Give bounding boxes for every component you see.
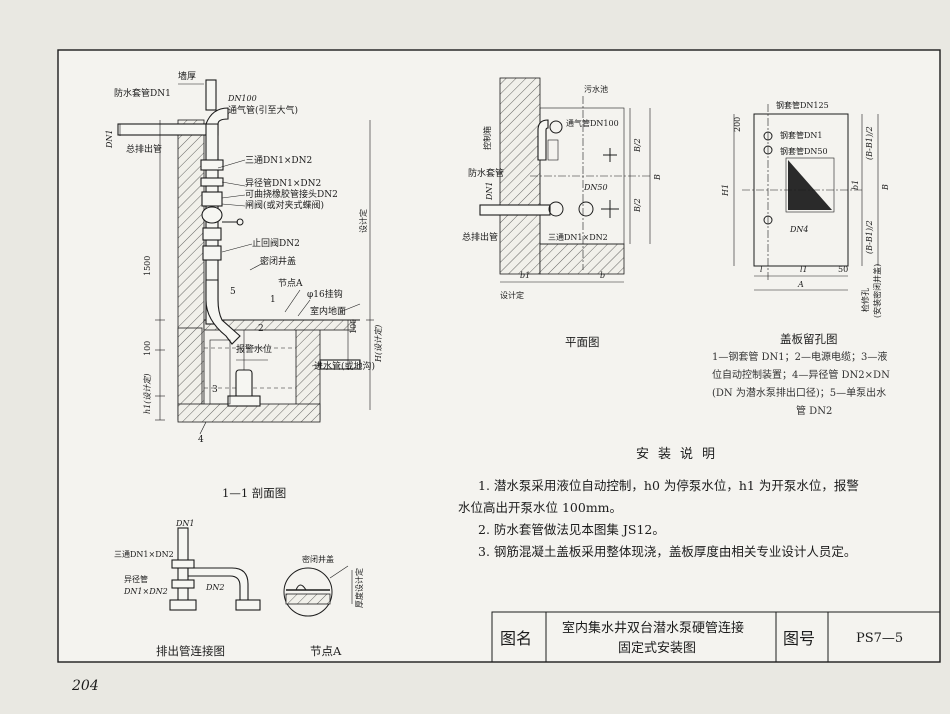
title-block-number-label: 图号 bbox=[783, 629, 815, 648]
callout-1: 1 bbox=[270, 295, 276, 305]
label-alarm-level: 报警水位 bbox=[236, 343, 272, 355]
cover-label-b1: b1 bbox=[851, 180, 860, 190]
label-indoor-floor: 室内地面 bbox=[310, 305, 346, 317]
notes-title: 安装说明 bbox=[636, 447, 724, 462]
cover-label-dim200: 200 bbox=[733, 117, 742, 132]
plan-label-b: b bbox=[600, 271, 605, 280]
node-a-drawing: 密闭井盖 厚度设计定 节点A bbox=[283, 554, 364, 658]
plan-label-control-box: 控制箱 bbox=[482, 126, 492, 150]
plan-title: 平面图 bbox=[565, 335, 600, 349]
node-label-cover: 密闭井盖 bbox=[302, 554, 334, 564]
cover-label-bb: B bbox=[881, 184, 890, 191]
plan-label-sleeve: 防水套管 bbox=[468, 167, 504, 179]
cover-label-l2: l1 bbox=[800, 265, 808, 274]
cover-label-dim50: 50 bbox=[838, 265, 848, 274]
cover-legend-line-2: 位自动控制装置；4—异径管 DN2×DN bbox=[712, 368, 890, 381]
cover-label-dn4: DN4 bbox=[789, 225, 809, 234]
outlet-detail-title: 排出管连接图 bbox=[156, 644, 225, 658]
plan-label-vent: 通气管DN100 bbox=[566, 118, 619, 128]
title-block-name-line-1: 室内集水井双台潜水泵硬管连接 bbox=[562, 620, 744, 636]
label-tee: 三通DN1×DN2 bbox=[245, 155, 312, 166]
cover-label-steel-dn1: 钢套管DN1 bbox=[780, 130, 823, 140]
plan-label-b1: b1 bbox=[520, 271, 530, 280]
label-dn1-vertical: DN1 bbox=[105, 129, 114, 149]
callout-2: 2 bbox=[258, 324, 264, 334]
note-1-cont: 水位高出开泵水位 100mm。 bbox=[458, 500, 622, 515]
label-gate-valve: 闸阀(或对夹式蝶阀) bbox=[245, 199, 324, 211]
label-dn100: DN100 bbox=[227, 94, 257, 103]
drawing-number: PS7—5 bbox=[856, 631, 903, 646]
label-design-level: 设计定 bbox=[358, 209, 368, 233]
label-inlet: 进水管(或地沟) bbox=[314, 360, 375, 372]
outlet-detail-drawing: DN1 三通DN1×DN2 异径管 DN1×DN2 DN2 排出管连接图 bbox=[114, 519, 261, 658]
plan-label-outlet: 总排出管 bbox=[462, 231, 498, 243]
callout-3: 3 bbox=[212, 385, 218, 395]
label-sealed-cover: 密闭井盖 bbox=[260, 255, 296, 267]
node-label-thickness: 厚度设计定 bbox=[354, 568, 364, 608]
cover-label-b1b: (B-B1)/2 bbox=[865, 220, 874, 254]
label-reducer: 异径管DN1×DN2 bbox=[245, 177, 321, 189]
outlet-label-reducer2: DN1×DN2 bbox=[123, 587, 168, 596]
cover-drawing: 钢套管DN125 钢套管DN1 钢套管DN50 DN4 200 b1 B (B-… bbox=[712, 100, 890, 417]
installation-notes: 安装说明 1. 潜水泵采用液位自动控制，h0 为停泵水位，h1 为开泵水位，报警… bbox=[458, 447, 859, 559]
title-block-name-label: 图名 bbox=[500, 629, 532, 648]
outlet-label-dn1: DN1 bbox=[175, 519, 195, 528]
node-detail-title: 节点A bbox=[310, 644, 342, 658]
plan-label-design: 设计定 bbox=[500, 290, 524, 300]
cover-legend-line-3: (DN 为潜水泵排出口径)；5—单泵出水 bbox=[712, 386, 886, 399]
label-wall-thickness: 墙厚 bbox=[178, 70, 196, 82]
label-h1-design: h1(设计定) bbox=[143, 374, 152, 414]
label-dim-1500: 1500 bbox=[143, 256, 152, 276]
cover-label-h1: H1 bbox=[721, 184, 730, 197]
section-drawing: 墙厚 防水套管DN1 DN100 通气管(引至大气) DN1 总排出管 三通DN… bbox=[105, 70, 383, 500]
plan-drawing: 污水池 控制箱 通气管DN100 DN50 防水套管 DN1 总排出管 三通DN… bbox=[462, 77, 662, 349]
note-3: 3. 钢筋混凝土盖板采用整体现浇，盖板厚度由相关专业设计人员定。 bbox=[478, 544, 856, 559]
cover-label-b1a: (B-B1)/2 bbox=[865, 126, 874, 160]
label-waterproof-sleeve: 防水套管DN1 bbox=[114, 87, 171, 99]
callout-4: 4 bbox=[198, 435, 204, 445]
note-1: 1. 潜水泵采用液位自动控制，h0 为停泵水位，h1 为开泵水位，报警 bbox=[478, 478, 859, 493]
section-title: 1—1 剖面图 bbox=[222, 486, 286, 500]
outlet-label-reducer: 异径管 bbox=[124, 574, 148, 584]
title-block: 图名 室内集水井双台潜水泵硬管连接 固定式安装图 图号 PS7—5 bbox=[491, 611, 941, 663]
cover-label-inspection2: (安装密闭井盖) bbox=[872, 264, 882, 318]
cover-label-l1: l bbox=[760, 265, 763, 274]
label-node-a: 节点A bbox=[278, 278, 303, 289]
plan-label-b2b: B/2 bbox=[633, 198, 642, 213]
label-main-outlet: 总排出管 bbox=[126, 143, 162, 155]
plan-label-b2a: B/2 bbox=[633, 138, 642, 153]
plan-label-sewage-pool: 污水池 bbox=[584, 84, 608, 94]
label-check-valve: 止回阀DN2 bbox=[252, 237, 300, 249]
title-block-name-line-2: 固定式安装图 bbox=[618, 641, 696, 656]
cover-title: 盖板留孔图 bbox=[780, 332, 838, 346]
cover-label-steel125: 钢套管DN125 bbox=[776, 100, 829, 110]
plan-label-tee: 三通DN1×DN2 bbox=[548, 232, 608, 242]
page-number: 204 bbox=[71, 678, 99, 694]
plan-label-dn50: DN50 bbox=[583, 183, 608, 192]
label-dim-100: 100 bbox=[349, 319, 358, 334]
plan-label-dn1: DN1 bbox=[485, 181, 494, 201]
cover-label-inspection: 检修孔 bbox=[860, 288, 870, 312]
cover-legend-line-4: 管 DN2 bbox=[796, 404, 832, 417]
plan-label-bb: B bbox=[653, 174, 662, 181]
label-vent-pipe: 通气管(引至大气) bbox=[228, 104, 298, 116]
label-hook: φ16挂钩 bbox=[307, 288, 343, 300]
outlet-label-dn2: DN2 bbox=[205, 583, 225, 592]
cover-label-a: A bbox=[797, 280, 804, 289]
label-dim-100b: 100 bbox=[143, 341, 152, 356]
sheet-border bbox=[57, 49, 941, 663]
label-h-design: H(设计定) bbox=[374, 325, 383, 363]
callout-5: 5 bbox=[230, 287, 236, 297]
note-2: 2. 防水套管做法见本图集 JS12。 bbox=[478, 522, 665, 537]
cover-label-steel50: 钢套管DN50 bbox=[780, 146, 828, 156]
cover-legend-line-1: 1—钢套管 DN1；2—电源电缆；3—液 bbox=[712, 350, 887, 363]
outlet-label-tee: 三通DN1×DN2 bbox=[114, 549, 174, 559]
label-flex-joint: 可曲挠橡胶管接头DN2 bbox=[245, 188, 338, 200]
